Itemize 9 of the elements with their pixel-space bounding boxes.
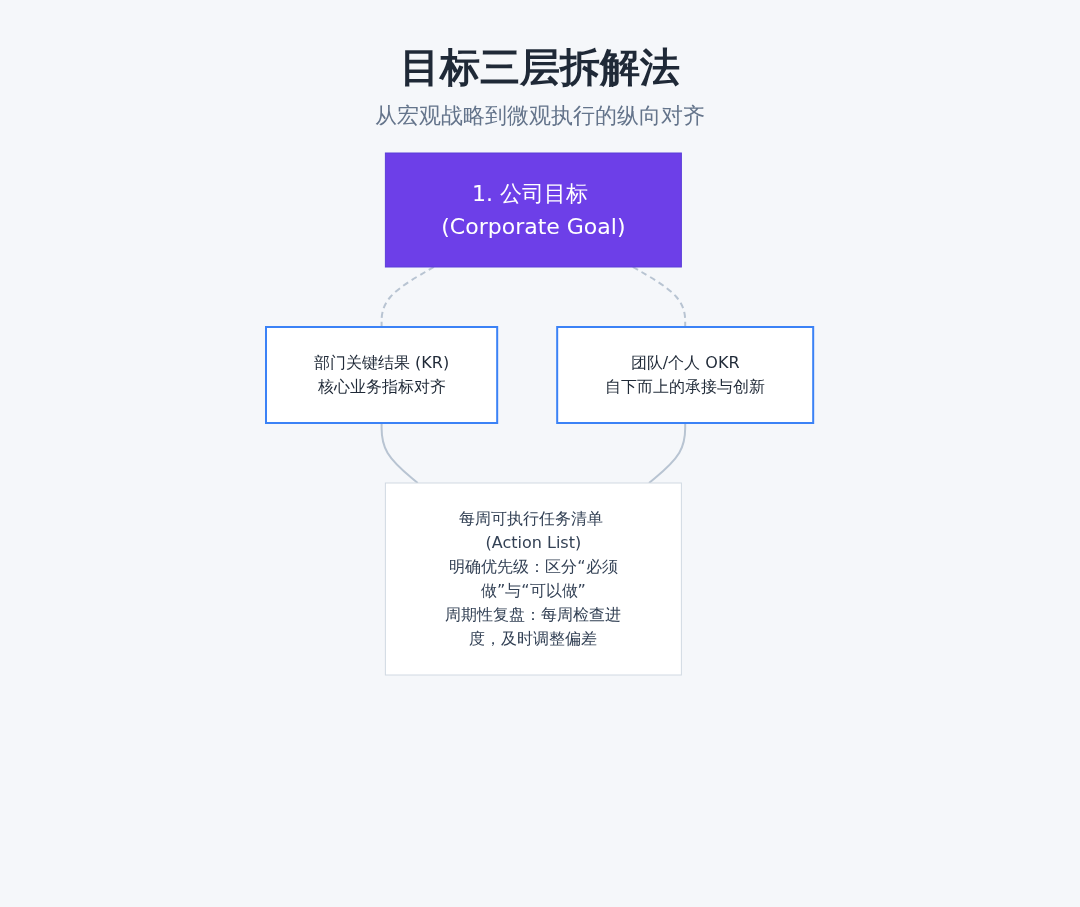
connector: [632, 266, 687, 328]
connector: [648, 422, 687, 484]
node-box: 1. 公司目标 (Corporate Goal): [385, 152, 683, 268]
subtitle: 从宏观战略到微观执行的纵向对齐: [375, 102, 705, 130]
title: 目标三层拆解法: [400, 43, 680, 92]
connector: [381, 422, 420, 484]
node-box: 团队/个人 OKR 自下而上的承接与创新: [556, 326, 815, 424]
node-box: 每周可执行任务清单 (Action List) 明确优先级：区分“必须做”与“可以做” 周期性复盘：每周检查进度，及时调整偏差: [385, 482, 683, 676]
node-box: 部门关键结果 (KR) 核心业务指标对齐: [265, 326, 499, 424]
